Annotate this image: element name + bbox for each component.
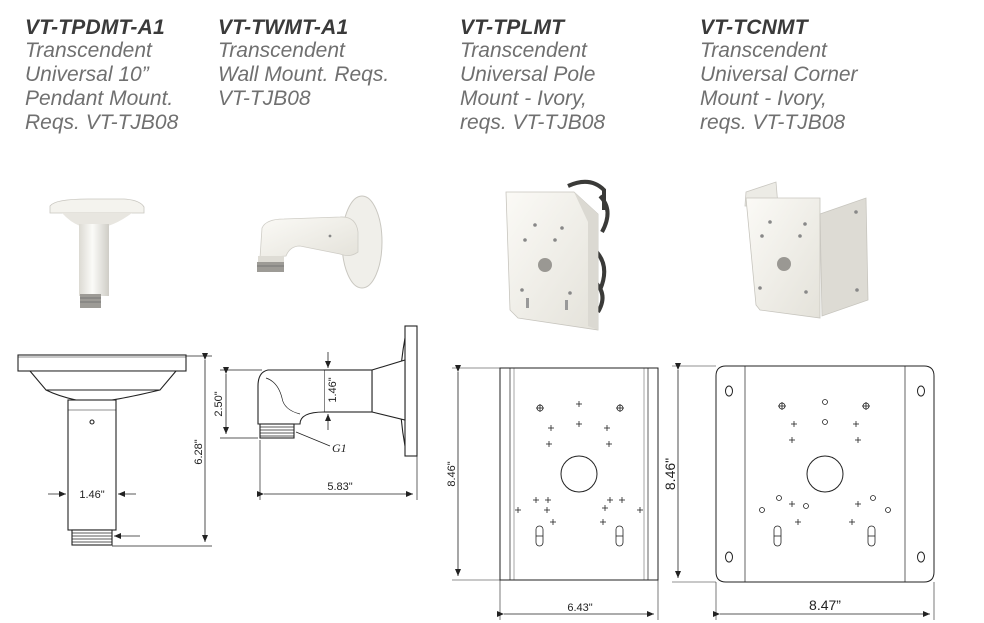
corner-width-dimension: 8.47” bbox=[809, 597, 841, 613]
wall-height-dimension: 2.50" bbox=[213, 391, 225, 416]
corner-height-dimension: 8.46" bbox=[662, 458, 678, 490]
wall-mount-drawing bbox=[220, 325, 418, 500]
pendant-mount-photo bbox=[49, 198, 145, 308]
pendant-diameter-dimension: 1.46" bbox=[79, 489, 104, 501]
pole-mount-photo bbox=[505, 179, 610, 331]
product-title-pendant-mount: VT-TPDMT-A1 Transcendent Universal 10” P… bbox=[25, 16, 178, 135]
model-number: VT-TWMT-A1 bbox=[218, 16, 349, 39]
model-description: Transcendent Universal Pole Mount - Ivor… bbox=[460, 39, 606, 134]
model-number: VT-TPDMT-A1 bbox=[25, 16, 165, 39]
wall-length-dimension: 5.83" bbox=[327, 481, 352, 493]
pole-width-dimension: 6.43" bbox=[567, 602, 592, 614]
model-description: Transcendent Universal Corner Mount - Iv… bbox=[700, 39, 858, 134]
model-description: Transcendent Wall Mount. Reqs. VT-TJB08 bbox=[218, 39, 390, 110]
model-number: VT-TCNMT bbox=[700, 16, 808, 39]
model-description: Transcendent Universal 10” Pendant Mount… bbox=[25, 39, 179, 134]
corner-mount-drawing bbox=[672, 363, 935, 620]
product-title-pole-mount: VT-TPLMT Transcendent Universal Pole Mou… bbox=[460, 16, 605, 135]
corner-mount-photo bbox=[744, 181, 869, 319]
pole-mount-drawing bbox=[452, 365, 659, 620]
product-title-wall-mount: VT-TWMT-A1 Transcendent Wall Mount. Reqs… bbox=[218, 16, 389, 111]
wall-mount-photo bbox=[257, 195, 383, 289]
wall-arm-diameter-dimension: 1.46" bbox=[327, 377, 339, 402]
pole-height-dimension: 8.46" bbox=[446, 461, 458, 486]
pendant-mount-drawing bbox=[17, 353, 212, 547]
product-title-corner-mount: VT-TCNMT Transcendent Universal Corner M… bbox=[700, 16, 858, 135]
model-number: VT-TPLMT bbox=[460, 16, 565, 39]
wall-thread-label: G1 bbox=[332, 441, 347, 455]
pendant-height-dimension: 6.28" bbox=[193, 439, 205, 464]
